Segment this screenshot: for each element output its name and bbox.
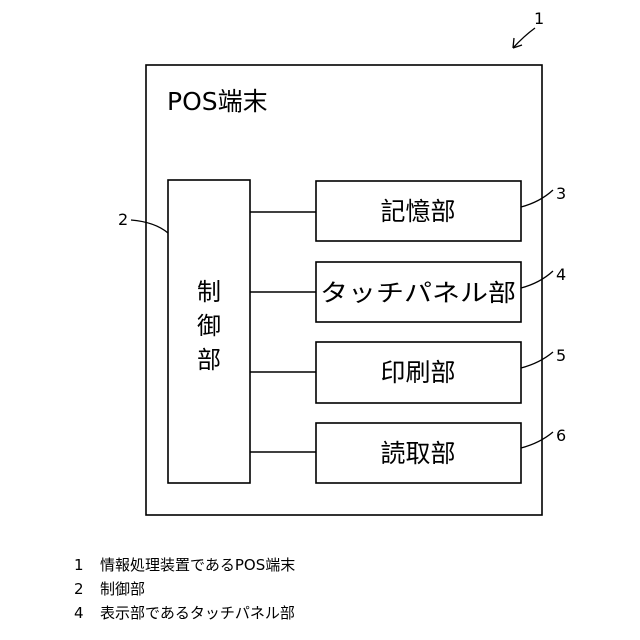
touch-panel-unit-label: タッチパネル部 xyxy=(320,279,516,307)
controller-ref-number: 2 xyxy=(118,210,128,229)
legend-number: 1 xyxy=(74,553,100,577)
printer-ref-leader xyxy=(521,352,553,368)
touch-panel-ref-leader xyxy=(521,271,553,288)
printer-ref-number: 5 xyxy=(556,346,566,365)
legend-item: 2制御部 xyxy=(74,577,295,601)
touch-panel-ref-number: 4 xyxy=(556,265,566,284)
storage-ref-number: 3 xyxy=(556,184,566,203)
legend-item: 4表示部であるタッチパネル部 xyxy=(74,601,295,625)
reader-unit-label: 読取部 xyxy=(380,439,455,468)
legend-text: 表示部であるタッチパネル部 xyxy=(100,604,295,622)
legend-text: 情報処理装置であるPOS端末 xyxy=(100,556,295,574)
figure-ref-number: 1 xyxy=(534,9,544,28)
storage-ref-leader xyxy=(521,190,553,207)
legend-text: 制御部 xyxy=(100,580,145,598)
reference-legend: 1情報処理装置であるPOS端末 2制御部 4表示部であるタッチパネル部 xyxy=(74,553,295,625)
storage-unit-label: 記憶部 xyxy=(380,197,455,226)
block-diagram: 1 POS端末 制御部 2 記憶部 3 タッチパネル部 4 印刷部 5 読取部 … xyxy=(0,0,640,540)
legend-item: 1情報処理装置であるPOS端末 xyxy=(74,553,295,577)
controller-ref-leader xyxy=(131,220,168,233)
reader-ref-leader xyxy=(521,432,553,448)
pos-terminal-title: POS端末 xyxy=(167,87,268,116)
printer-unit-label: 印刷部 xyxy=(380,358,455,387)
legend-number: 2 xyxy=(74,577,100,601)
legend-number: 4 xyxy=(74,601,100,625)
controller-label: 制御部 xyxy=(197,278,221,374)
figure-ref-arrow xyxy=(513,28,535,48)
reader-ref-number: 6 xyxy=(556,426,566,445)
